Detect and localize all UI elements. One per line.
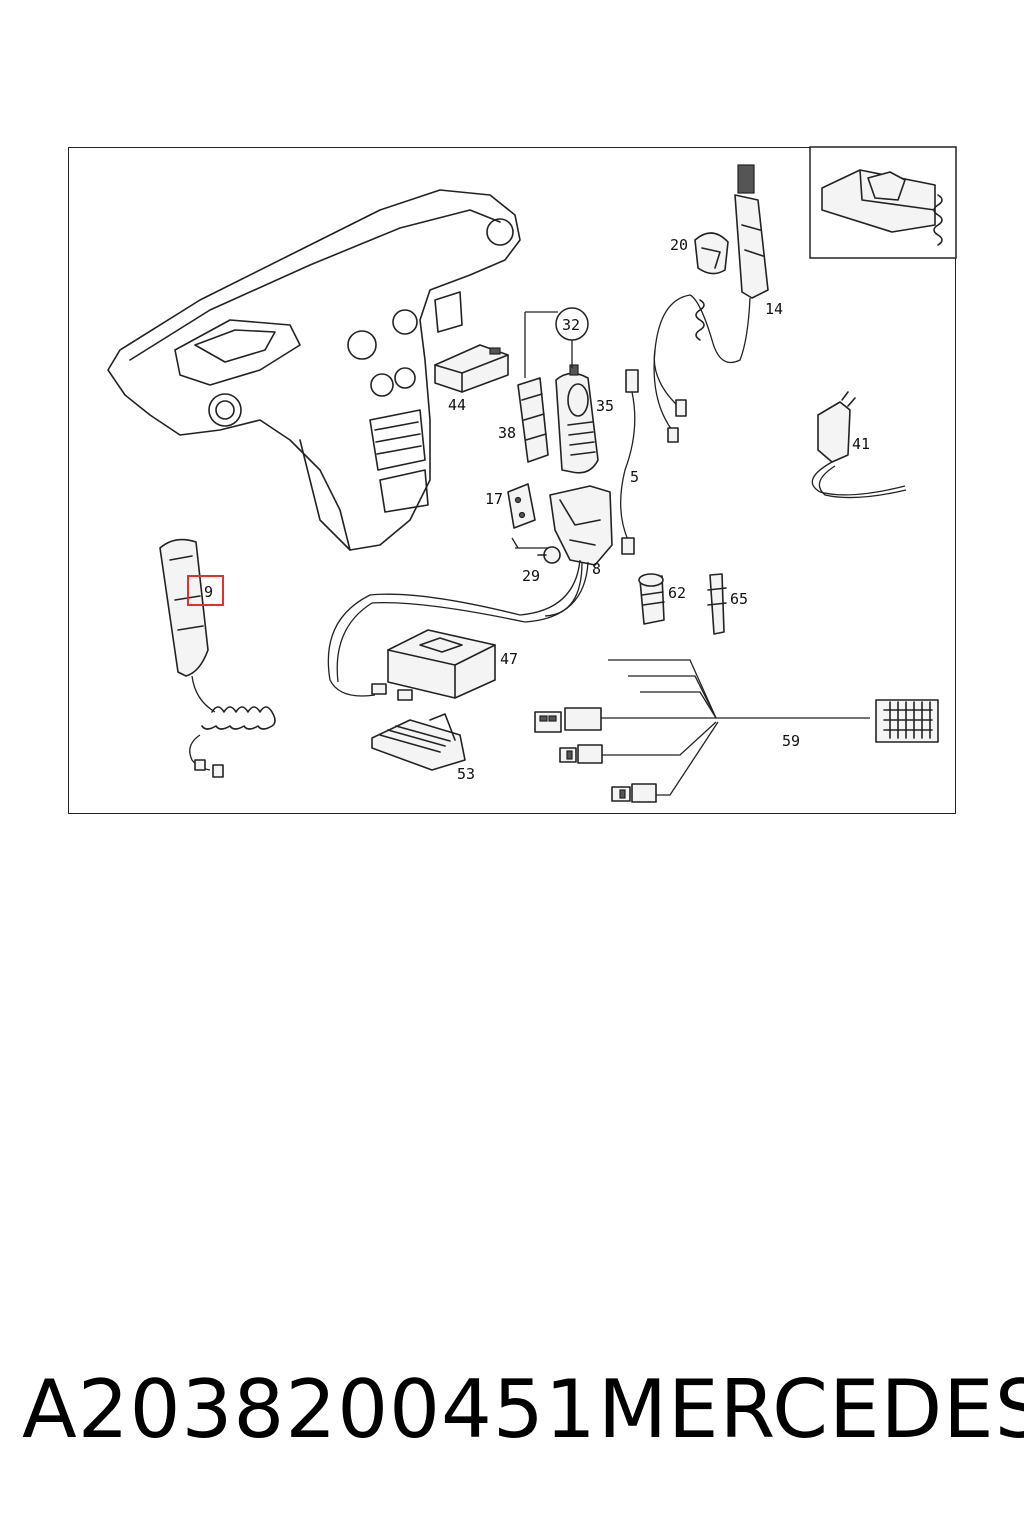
part-62-antenna-base — [638, 573, 665, 625]
callout-35: 35 — [596, 397, 614, 415]
part-41-charger — [811, 391, 907, 499]
part-29-screw — [511, 537, 561, 564]
part-14-handset-cradle — [653, 164, 769, 443]
callout-32: 32 — [562, 316, 580, 334]
part-53-tray — [371, 713, 466, 771]
parts-diagram-frame — [68, 147, 956, 814]
part-8-cradle — [327, 485, 613, 697]
inset-phone-cradle-illustration — [809, 146, 957, 259]
callout-41: 41 — [852, 435, 870, 453]
part-9-handset-holder — [159, 538, 276, 778]
callout-20: 20 — [670, 236, 688, 254]
callout-44: 44 — [448, 396, 466, 414]
callout-29: 29 — [522, 567, 540, 585]
part-35-handset — [555, 364, 599, 474]
callout-17: 17 — [485, 490, 503, 508]
part-38-holder — [517, 377, 549, 463]
part-5-cable — [620, 369, 639, 555]
brand-name: MERCEDES — [598, 1363, 1024, 1456]
highlight-box — [187, 575, 224, 606]
callout-8: 8 — [592, 560, 601, 578]
part-59-harness — [534, 659, 939, 803]
dashboard-illustration — [107, 189, 521, 551]
part-17-bracket — [507, 483, 536, 529]
part-number: A2038200451 — [22, 1363, 597, 1456]
callout-14: 14 — [765, 300, 783, 318]
callout-32-leader — [524, 311, 573, 378]
callout-38: 38 — [498, 424, 516, 442]
callout-62: 62 — [668, 584, 686, 602]
part-44-module — [434, 344, 509, 393]
callout-65: 65 — [730, 590, 748, 608]
callout-32-circle — [555, 307, 589, 341]
callout-59: 59 — [782, 732, 800, 750]
part-47-control-unit — [371, 629, 496, 701]
part-20-mount — [694, 232, 729, 275]
callout-53: 53 — [457, 765, 475, 783]
callout-47: 47 — [500, 650, 518, 668]
callout-9: 9 — [204, 583, 213, 601]
part-65-connector — [707, 573, 727, 635]
callout-5: 5 — [630, 468, 639, 486]
